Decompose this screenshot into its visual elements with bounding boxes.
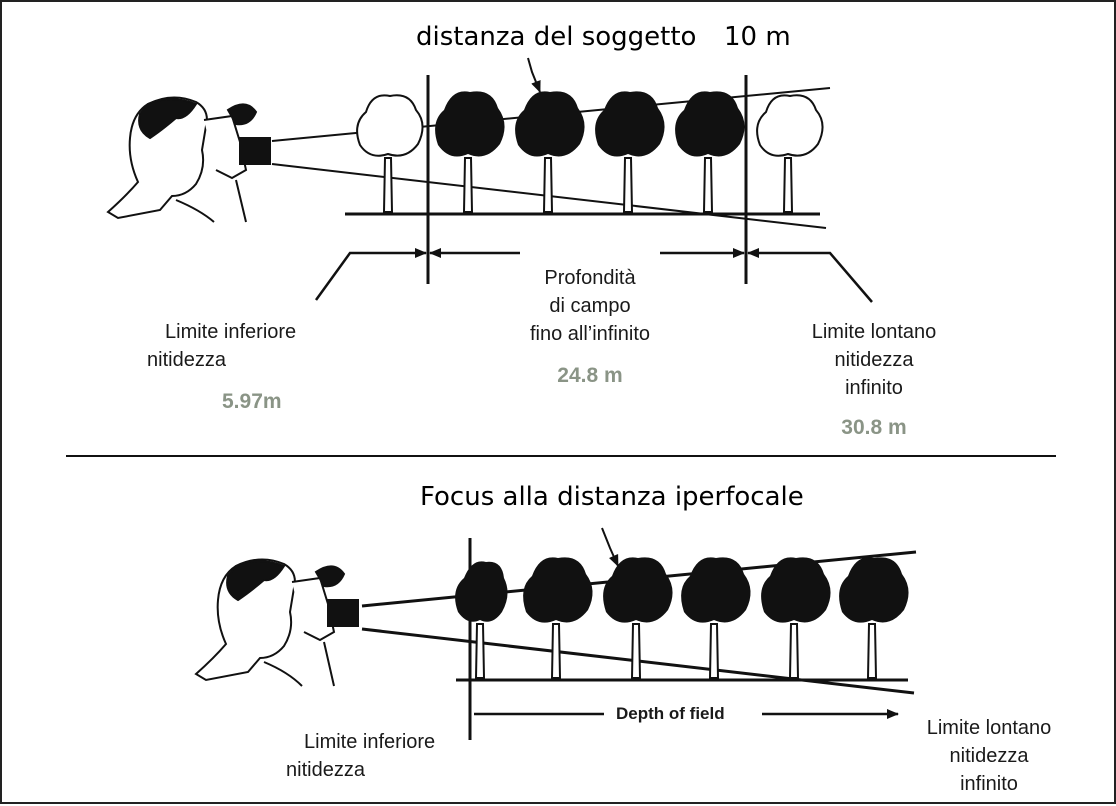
top-near-arrow — [314, 248, 427, 301]
top-near-limit-value: 5.97m — [222, 390, 282, 413]
top-photographer — [106, 96, 271, 223]
top-tree-outline-2 — [756, 94, 824, 213]
top-far-limit-label: Limite lontano nitidezza infinito — [770, 318, 978, 402]
top-far-limit-value: 30.8 m — [841, 416, 907, 439]
bottom-tree-6 — [839, 557, 909, 679]
top-tree-filled-1 — [435, 91, 505, 213]
top-far-limit-label-line2: nitidezza — [834, 349, 914, 371]
top-dof-label-line2: di campo — [549, 295, 631, 317]
bottom-focus-arrow — [601, 527, 619, 567]
hyperfocal-title: Focus alla distanza iperfocale — [420, 482, 804, 512]
top-dof-value: 24.8 m — [557, 364, 623, 387]
bottom-photographer — [194, 558, 359, 687]
bottom-tree-1 — [455, 561, 508, 679]
top-dof-label-line1: Profondità — [544, 267, 636, 289]
subject-distance-value: 10 m — [724, 22, 791, 52]
top-near-limit-label: Limite inferiore nitidezza — [147, 318, 297, 374]
bottom-tree-4 — [681, 557, 751, 679]
bottom-near-limit-label-line2: nitidezza — [286, 759, 365, 781]
bottom-far-limit-label-line3: infinito — [960, 773, 1018, 795]
top-far-limit-label-line3: infinito — [845, 377, 903, 399]
top-far-arrow — [747, 248, 873, 303]
bottom-tree-3 — [603, 557, 673, 679]
bottom-dof-label: Depth of field — [616, 704, 725, 723]
top-tree-outline-1 — [356, 94, 424, 213]
top-tree-filled-2 — [515, 91, 585, 213]
bottom-far-limit-label-line1: Limite lontano — [926, 717, 1052, 739]
bottom-near-limit-label-line1: Limite inferiore — [304, 731, 436, 753]
bottom-near-limit-label: Limite inferiore nitidezza — [286, 728, 436, 784]
top-near-limit-label-line2: nitidezza — [147, 349, 226, 371]
top-near-limit-label-line1: Limite inferiore — [165, 321, 297, 343]
bottom-far-limit-label-line2: nitidezza — [949, 745, 1029, 767]
top-tree-filled-3 — [595, 91, 665, 213]
top-dof-label: Profondità di campo fino all’infinito — [480, 264, 700, 348]
bottom-far-limit-label: Limite lontano nitidezza infinito — [890, 714, 1088, 798]
bottom-tree-5 — [761, 557, 831, 679]
top-tree-filled-4 — [675, 91, 745, 213]
top-dof-label-line3: fino all’infinito — [529, 323, 651, 345]
top-subject-arrow — [527, 57, 541, 93]
bottom-tree-2 — [523, 557, 593, 679]
top-far-limit-label-line1: Limite lontano — [811, 321, 937, 343]
subject-distance-label: distanza del soggetto — [416, 22, 697, 52]
